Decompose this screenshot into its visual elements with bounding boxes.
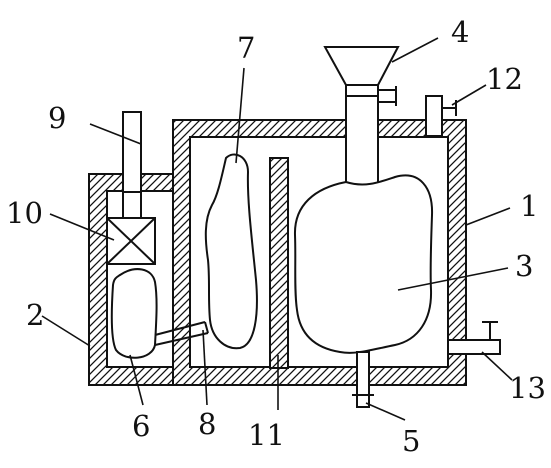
label-2: 2 <box>26 298 44 332</box>
partition-11 <box>269 157 289 369</box>
label-5: 5 <box>402 424 420 458</box>
label-11: 11 <box>248 418 285 452</box>
outlet-5 <box>352 351 374 408</box>
bag-3 <box>293 174 434 354</box>
hopper-4 <box>323 46 400 86</box>
label-7: 7 <box>237 31 255 65</box>
valve-10 <box>106 192 156 265</box>
vent-12 <box>425 95 457 137</box>
leader-lines <box>41 37 513 421</box>
label-3: 3 <box>515 249 533 283</box>
labels: 4 12 1 3 13 5 7 9 10 2 6 8 11 <box>6 15 546 458</box>
label-13: 13 <box>509 371 546 405</box>
label-9: 9 <box>48 101 66 135</box>
label-6: 6 <box>132 409 150 443</box>
bag-7 <box>204 153 258 350</box>
label-4: 4 <box>451 15 469 49</box>
label-8: 8 <box>198 407 216 441</box>
container-6 <box>110 268 158 359</box>
outlet-13 <box>447 321 501 355</box>
pipe-8 <box>154 321 209 346</box>
label-1: 1 <box>520 189 538 223</box>
label-10: 10 <box>6 196 43 230</box>
rod-9 <box>122 111 142 193</box>
inlet-pipe <box>345 84 397 186</box>
label-12: 12 <box>486 62 523 96</box>
